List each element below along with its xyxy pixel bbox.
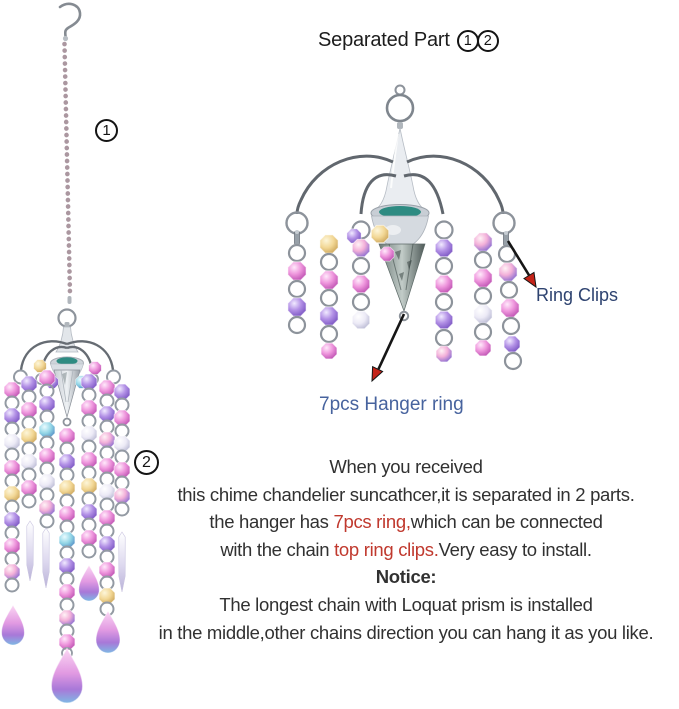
heading-label: Separated Part	[318, 29, 450, 51]
crystal-chain-7	[113, 383, 131, 593]
s-hook	[58, 2, 82, 42]
crystal-chain-middle-longest	[50, 427, 84, 704]
instruction-text: When you received this chime chandelier s…	[132, 453, 679, 646]
beaded-hanging-chain	[62, 41, 73, 304]
instruction-line: The longest chain with Loquat prism is i…	[219, 593, 593, 615]
instruction-line: in the middle,other chains direction you…	[158, 621, 654, 643]
crystal-chain-1	[1, 381, 25, 646]
crystal-chain-2	[20, 375, 38, 582]
heading-badges: 1 2	[456, 29, 499, 52]
instruction-line: Notice:	[375, 566, 437, 588]
ring-chain-left-inner	[351, 238, 371, 330]
assembled-suncatcher-illustration	[1, 2, 131, 704]
instruction-line: with the chain top ring clips.Very easy …	[220, 538, 592, 560]
circled-2-icon: 2	[476, 29, 499, 52]
ring-chain-right-outer-with-clips	[497, 230, 523, 371]
separated-hanger-part-illustration	[285, 84, 523, 371]
cone-pendant	[53, 369, 81, 427]
hanger-ring-label: 7pcs Hanger ring	[319, 394, 464, 415]
section-heading: Separated Part 1 2	[318, 29, 499, 52]
hanger-frame	[285, 127, 516, 249]
ring-clip	[503, 230, 509, 247]
instruction-line: this chime chandelier suncathcer,it is s…	[177, 483, 635, 505]
ring-chain-right-mid	[473, 232, 493, 357]
instruction-line: the hanger has 7pcs ring,which can be co…	[209, 511, 603, 533]
ring-chain-left-mid	[319, 234, 339, 360]
crystal-chain-5	[78, 373, 100, 602]
loquat-prism	[50, 647, 84, 704]
crystal-chain-3	[38, 369, 56, 589]
circled-1-icon: 1	[456, 29, 479, 52]
part-2-badge: 2	[134, 450, 159, 475]
part-1-badge: 1	[95, 119, 118, 142]
hanger-top-rings	[385, 84, 415, 129]
ring-chain-left-outer	[287, 229, 307, 335]
instruction-line: When you received	[329, 456, 483, 477]
ring-clips-label: Ring Clips	[536, 285, 619, 305]
ring-chain-right-inner	[434, 238, 454, 363]
hanger-ring-on-cone	[398, 310, 410, 322]
